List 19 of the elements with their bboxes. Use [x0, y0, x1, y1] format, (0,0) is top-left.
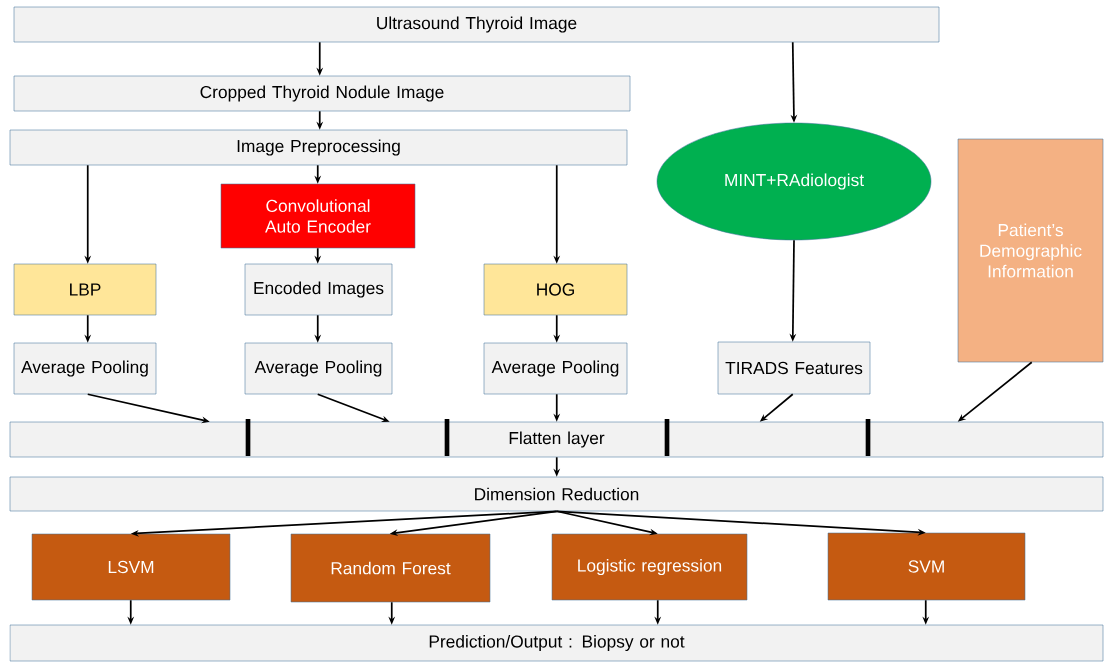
process-box: HOG [483, 263, 628, 316]
process-box: Convolutional Auto Encoder [220, 183, 416, 249]
process-box: Average Pooling [483, 342, 628, 395]
process-box: Average Pooling [244, 342, 393, 395]
process-box: Ultrasound Thyroid Image [13, 6, 940, 43]
process-box: SVM [827, 532, 1026, 601]
process-box: Prediction/Output : Biopsy or not [9, 624, 1104, 662]
process-box: LBP [13, 263, 157, 316]
process-box: Encoded Images [244, 263, 393, 316]
process-box: Average Pooling [13, 342, 157, 395]
process-box: Random Forest [290, 533, 491, 603]
process-box: Cropped Thyroid Nodule Image [13, 75, 631, 112]
process-box: LSVM [31, 533, 231, 601]
process-box: Patient’s Demographic Information [957, 138, 1104, 363]
process-box: Logistic regression [551, 533, 748, 601]
process-box: Flatten layer [9, 421, 1104, 458]
process-box: Image Preprocessing [9, 129, 628, 166]
process-box: TIRADS Features [717, 341, 871, 395]
process-box: Dimension Reduction [9, 476, 1104, 512]
